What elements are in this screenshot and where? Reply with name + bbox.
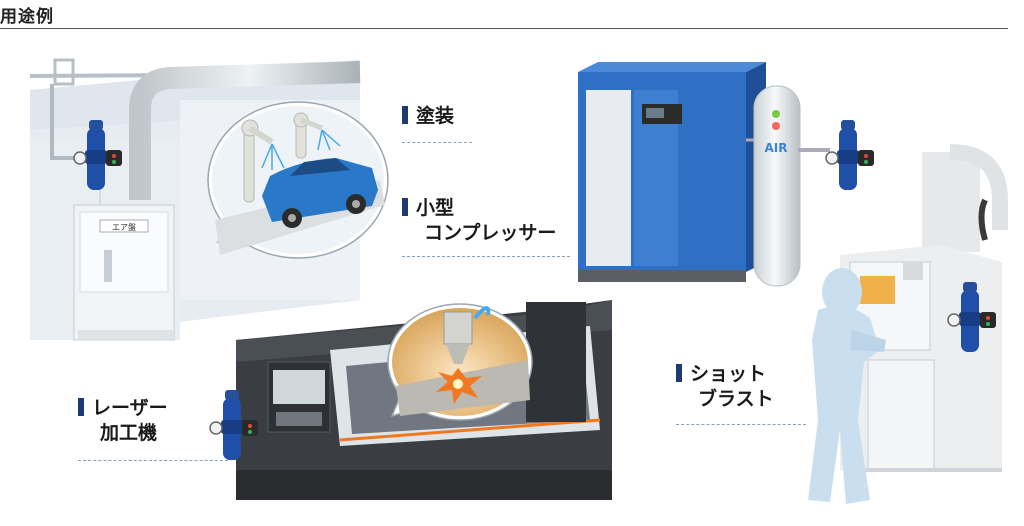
leader-line-compressor xyxy=(402,256,570,257)
air-panel-text: エア盤 xyxy=(112,222,136,232)
label-marker xyxy=(402,198,408,216)
shot-blast-illustration xyxy=(808,144,1008,504)
label-marker xyxy=(676,364,682,382)
regulator-unit-icon xyxy=(825,119,875,191)
worker-figure xyxy=(808,268,886,504)
label-compressor: 小型 コンプレッサー xyxy=(402,196,556,246)
leader-line-painting xyxy=(402,142,472,143)
label-painting: 塗装 xyxy=(402,104,454,129)
section-header: 用途例 xyxy=(0,0,1008,29)
laser-zoom-bubble xyxy=(387,303,533,421)
leader-line-shot-blast xyxy=(676,424,806,425)
painting-booth-illustration: エア盤 xyxy=(29,58,361,341)
label-marker xyxy=(78,398,84,416)
label-laser: レーザー 加工機 xyxy=(78,396,168,446)
label-shot-blast: ショット ブラスト xyxy=(676,362,774,412)
robot-arm-icon xyxy=(241,112,323,203)
label-marker xyxy=(402,106,408,124)
car-icon xyxy=(262,158,378,228)
painting-zoom-bubble xyxy=(207,101,389,259)
section-title: 用途例 xyxy=(0,7,54,27)
leader-line-laser xyxy=(78,460,228,461)
compressor-illustration: AIR xyxy=(578,62,875,287)
air-tank-text: AIR xyxy=(765,141,788,155)
